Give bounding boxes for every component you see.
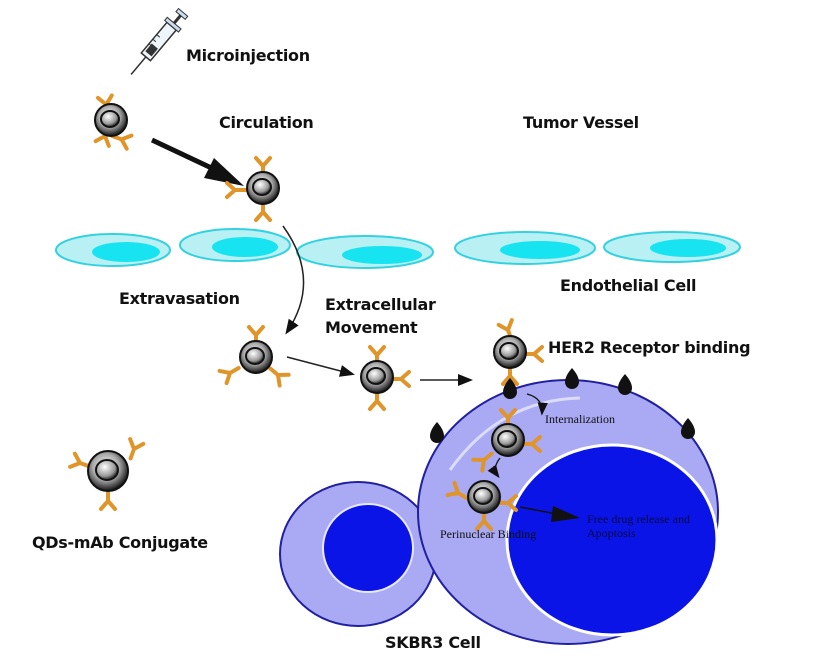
syringe-icon	[130, 7, 189, 75]
receptor-icon	[430, 422, 444, 443]
label-free-drug-release: Free drug release and	[587, 512, 690, 526]
perinuclear-arrow	[487, 457, 501, 479]
endothelial-cell	[603, 231, 741, 263]
skbr3-cell-small	[279, 481, 437, 627]
label-perinuclear-binding: Perinuclear Binding	[440, 527, 537, 541]
label-tumor-vessel: Tumor Vessel	[523, 113, 639, 132]
internalization-arrow	[526, 393, 548, 416]
endothelial-cell	[454, 231, 596, 265]
extravasation-arrow	[282, 225, 305, 335]
qd-conjugate-circulation	[225, 156, 280, 222]
qd-conjugate-extravasated	[217, 325, 291, 388]
label-circulation: Circulation	[219, 113, 314, 132]
receptor-icon	[503, 378, 517, 399]
drug-release-arrow	[519, 506, 580, 522]
label-skbr3-cell: SKBR3 Cell	[385, 633, 481, 652]
label-apoptosis: Apoptosis	[587, 526, 636, 540]
large-arrow-icon	[150, 137, 244, 186]
label-her2-binding: HER2 Receptor binding	[548, 338, 751, 357]
qd-conjugate-binding	[493, 318, 544, 386]
legend-qd-conjugate-icon	[68, 437, 146, 511]
endothelial-cell	[296, 235, 434, 269]
qd-conjugate-moving	[360, 345, 411, 411]
receptor-icon	[681, 418, 695, 439]
label-movement: Movement	[325, 318, 418, 337]
receptor-icon	[565, 368, 579, 389]
label-extracellular: Extracellular	[325, 295, 436, 314]
label-internalization: Internalization	[545, 412, 615, 426]
label-extravasation: Extravasation	[119, 289, 240, 308]
label-endothelial-cell: Endothelial Cell	[560, 276, 697, 295]
endothelial-cell	[55, 233, 171, 267]
receptor-icon	[618, 374, 632, 395]
her2-receptors	[430, 368, 695, 443]
movement-arrow-1	[286, 356, 355, 377]
qd-conjugate-circulating	[93, 93, 134, 151]
endothelial-cell	[179, 228, 291, 262]
label-microinjection: Microinjection	[186, 46, 310, 65]
endothelial-layer	[55, 228, 741, 269]
label-qds-mab-conjugate: QDs-mAb Conjugate	[32, 533, 208, 552]
